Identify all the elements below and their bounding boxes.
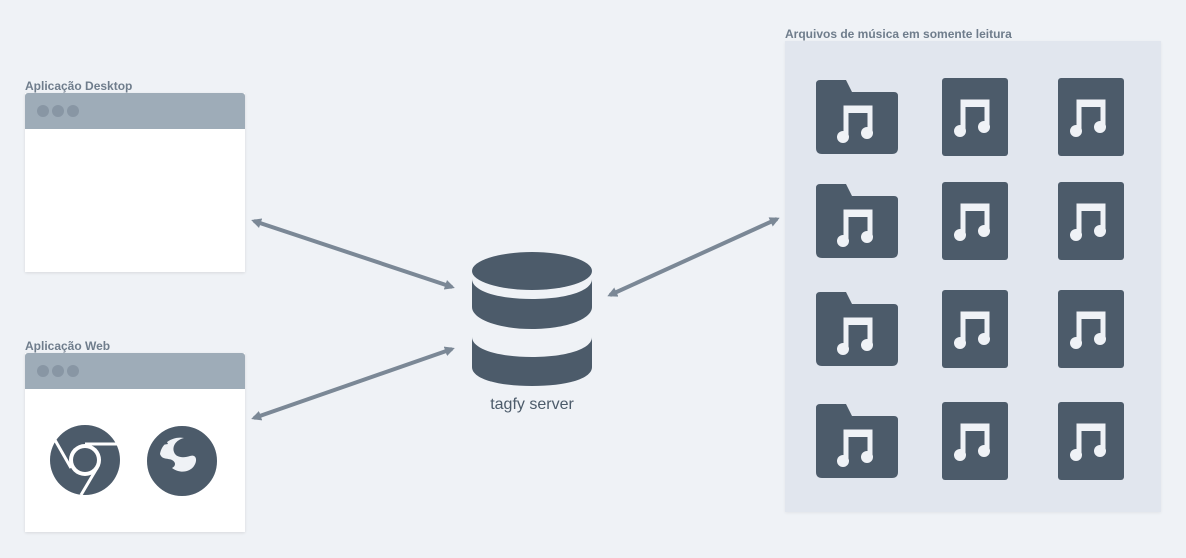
- window-dot: [37, 365, 49, 377]
- web-app-titlebar: [25, 353, 245, 389]
- music-file-icon: [942, 402, 1008, 485]
- chrome-icon: [50, 425, 120, 496]
- window-dot: [52, 105, 64, 117]
- music-files-label: Arquivos de música em somente leitura: [785, 27, 1012, 41]
- server-label: tagfy server: [490, 396, 574, 413]
- music-file-icon: [1058, 78, 1124, 161]
- music-file-icon: [1058, 290, 1124, 373]
- window-dot: [67, 105, 79, 117]
- music-file-icon: [1058, 402, 1124, 485]
- music-folder-icon: [816, 290, 898, 371]
- firefox-icon: [147, 426, 217, 496]
- web-app-label: Aplicação Web: [25, 339, 111, 353]
- arrow-desktop-server: [251, 218, 455, 290]
- desktop-app-titlebar: [25, 93, 245, 129]
- music-folder-icon: [816, 182, 898, 263]
- music-file-icon: [942, 290, 1008, 373]
- music-folder-icon: [816, 402, 898, 483]
- window-dot: [37, 105, 49, 117]
- arrow-server-files: [607, 217, 780, 297]
- window-dot: [52, 365, 64, 377]
- window-dot: [67, 365, 79, 377]
- desktop-app-window: [25, 93, 245, 272]
- music-folder-icon: [816, 78, 898, 159]
- music-file-icon: [942, 78, 1008, 161]
- music-file-icon: [1058, 182, 1124, 265]
- desktop-app-label: Aplicação Desktop: [25, 79, 133, 93]
- music-file-icon: [942, 182, 1008, 265]
- arrow-web-server: [251, 346, 455, 421]
- database-icon: [472, 252, 592, 386]
